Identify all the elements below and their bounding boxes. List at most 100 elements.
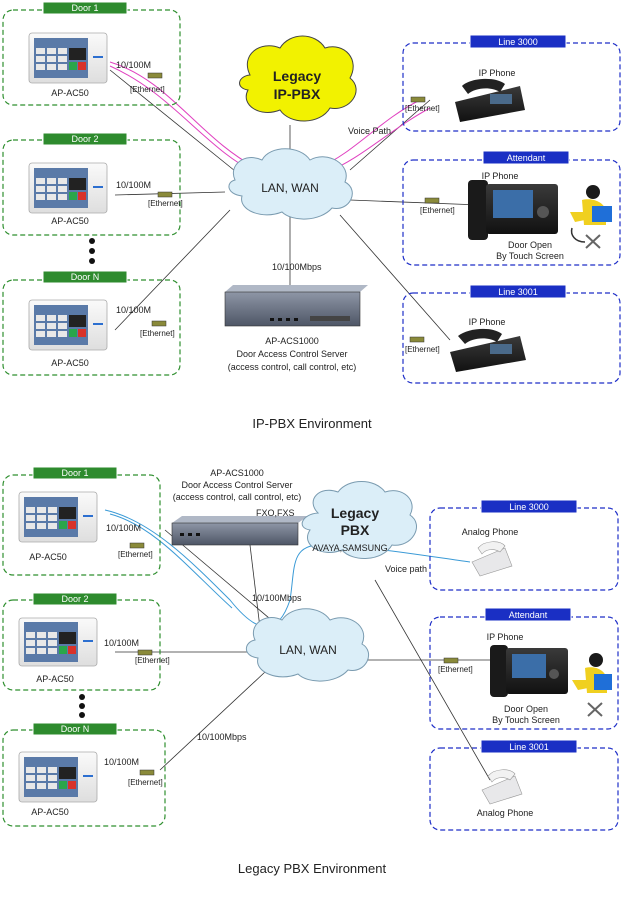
- legacy-lan-wan-cloud: LAN, WAN: [245, 608, 369, 682]
- ap-acs1000-server-icon: [171, 516, 308, 546]
- ethernet-port-icon: [424, 197, 440, 204]
- attendant-person-icon: [570, 185, 612, 249]
- legacy-attendant-ethernet: [Ethernet]: [438, 665, 473, 674]
- legacy-attendant-phone-label: IP Phone: [487, 632, 524, 642]
- legacy-line-3000-phone-label: Analog Phone: [462, 527, 519, 537]
- attendant-ethernet: [Ethernet]: [420, 206, 455, 215]
- door-n-box: [2, 279, 181, 376]
- legacy-line-3001-header: Line 3001: [509, 742, 549, 752]
- legacy-line-3000-box: [429, 507, 619, 591]
- door-1-speed: 10/100M: [116, 60, 151, 70]
- connection-lines: [109, 69, 481, 341]
- analog-phone-icon: [481, 769, 523, 805]
- line-3000-ethernet: [Ethernet]: [405, 104, 440, 113]
- legacy-door-n-box: [2, 729, 166, 827]
- ellipsis-dots: [79, 694, 85, 718]
- door-n-device-label: AP-AC50: [51, 358, 89, 368]
- legacy-pbx-caption: Legacy PBX Environment: [238, 861, 387, 876]
- line-3000-group: Line 3000 IP Phone [Ethernet]: [402, 34, 621, 132]
- attendant-person-icon: [572, 653, 612, 717]
- door-n-speed: 10/100M: [116, 305, 151, 315]
- ap-ac50-device-icon: [18, 751, 98, 803]
- server-desc-1: Door Access Control Server: [236, 349, 347, 359]
- legacy-pbx-cloud: Legacy PBX AVAYA,SAMSUNG: [301, 481, 417, 559]
- legacy-door-2-device-label: AP-AC50: [36, 674, 74, 684]
- ip-phone-icon: [450, 328, 526, 372]
- legacy-line-3001-phone-label: Analog Phone: [477, 808, 534, 818]
- legacy-voice-path-label: Voice path: [385, 564, 427, 574]
- door-n-header-bg: [42, 270, 128, 284]
- door-n-ethernet: [Ethernet]: [140, 329, 175, 338]
- door-1-ethernet: [Ethernet]: [130, 85, 165, 94]
- legacy-pbx-line3: AVAYA,SAMSUNG: [312, 543, 387, 553]
- line-3000-header: Line 3000: [498, 37, 538, 47]
- ap-ac50-device-icon: [28, 32, 108, 84]
- legacy-door-n-device-label: AP-AC50: [31, 807, 69, 817]
- legacy-server-speed: 10/100Mbps: [252, 593, 302, 603]
- legacy-lan-wan-label: LAN, WAN: [279, 643, 337, 657]
- legacy-pbx-section: Door 1 AP-AC50 10/100M [Ethernet] Door 2: [2, 466, 619, 876]
- line-3001-phone-label: IP Phone: [469, 317, 506, 327]
- door-n-header: Door N: [71, 272, 100, 282]
- attendant-group: Attendant IP Phone [Ethernet] Door Open …: [402, 150, 621, 266]
- ap-ac50-device-icon: [28, 162, 108, 214]
- door-2-speed: 10/100M: [116, 180, 151, 190]
- ethernet-port-icon: [410, 96, 426, 103]
- door-2-box: [2, 139, 181, 236]
- door-1-group: Door 1 AP-AC50 10/100M [Ethernet]: [2, 1, 181, 106]
- line-3000-phone-label: IP Phone: [479, 68, 516, 78]
- legacy-attendant-door-open-2: By Touch Screen: [492, 715, 560, 725]
- legacy-attendant-group: Attendant IP Phone [Ethernet] Door Open …: [429, 607, 619, 730]
- legacy-ip-pbx-line2: IP-PBX: [274, 86, 321, 102]
- ethernet-port-icon: [151, 320, 167, 327]
- legacy-door-1-ethernet: [Ethernet]: [118, 550, 153, 559]
- legacy-attendant-header-bg: [484, 607, 572, 622]
- legacy-door-2-speed: 10/100M: [104, 638, 139, 648]
- door-2-header: Door 2: [71, 134, 98, 144]
- attendant-door-open-2: By Touch Screen: [496, 251, 564, 261]
- door-1-box: [2, 9, 181, 106]
- ethernet-port-icon: [443, 657, 459, 664]
- ip-phone-icon: [455, 78, 525, 122]
- legacy-server-desc-2: (access control, call control, etc): [173, 492, 302, 502]
- legacy-door-2-group: Door 2 AP-AC50 10/100M [Ethernet]: [2, 592, 170, 691]
- legacy-door-n-ethernet: [Ethernet]: [128, 778, 163, 787]
- ap-ac50-device-icon: [18, 491, 98, 543]
- legacy-line-3000-header-bg: [480, 499, 578, 514]
- legacy-attendant-door-open-1: Door Open: [504, 704, 548, 714]
- ethernet-port-icon: [409, 336, 425, 343]
- ethernet-port-icon: [129, 542, 145, 549]
- legacy-door-2-header: Door 2: [61, 594, 88, 604]
- door-2-header-bg: [42, 132, 128, 146]
- analog-phone-icon: [471, 541, 513, 577]
- ethernet-port-icon: [147, 72, 163, 79]
- legacy-server-name: AP-ACS1000: [210, 468, 264, 478]
- legacy-door-1-device-label: AP-AC50: [29, 552, 67, 562]
- ap-ac50-device-icon: [18, 617, 98, 667]
- ip-phone-touch-icon: [490, 645, 568, 697]
- line-3001-group: Line 3001 IP Phone [Ethernet]: [402, 284, 621, 384]
- door-1-header-bg: [42, 1, 128, 15]
- ip-phone-touch-icon: [468, 180, 558, 240]
- voice-path-label: Voice Path: [348, 126, 391, 136]
- legacy-door-2-ethernet: [Ethernet]: [135, 656, 170, 665]
- ap-acs1000-server-icon: [224, 285, 368, 327]
- legacy-door-1-group: Door 1 AP-AC50 10/100M [Ethernet]: [2, 466, 161, 576]
- ethernet-port-icon: [157, 191, 173, 198]
- ellipsis-dots: [89, 238, 95, 264]
- door-n-group: Door N AP-AC50 10/100M [Ethernet]: [2, 270, 181, 376]
- door-2-group: Door 2 AP-AC50 10/100M [Ethernet]: [2, 132, 183, 236]
- line-3001-header: Line 3001: [498, 287, 538, 297]
- legacy-attendant-header: Attendant: [509, 610, 548, 620]
- line-3000-box: [402, 42, 621, 132]
- lan-wan-cloud: LAN, WAN: [228, 148, 353, 220]
- lan-wan-label: LAN, WAN: [261, 181, 319, 195]
- legacy-door-n-header-bg: [32, 722, 118, 736]
- door-2-ethernet: [Ethernet]: [148, 199, 183, 208]
- legacy-door-n-group: Door N AP-AC50 10/100M [Ethernet]: [2, 722, 166, 827]
- line-3001-ethernet: [Ethernet]: [405, 345, 440, 354]
- legacy-ip-pbx-line1: Legacy: [273, 68, 321, 84]
- legacy-door-n-header: Door N: [61, 724, 90, 734]
- legacy-line-3001-header-bg: [480, 739, 578, 754]
- door-2-device-label: AP-AC50: [51, 216, 89, 226]
